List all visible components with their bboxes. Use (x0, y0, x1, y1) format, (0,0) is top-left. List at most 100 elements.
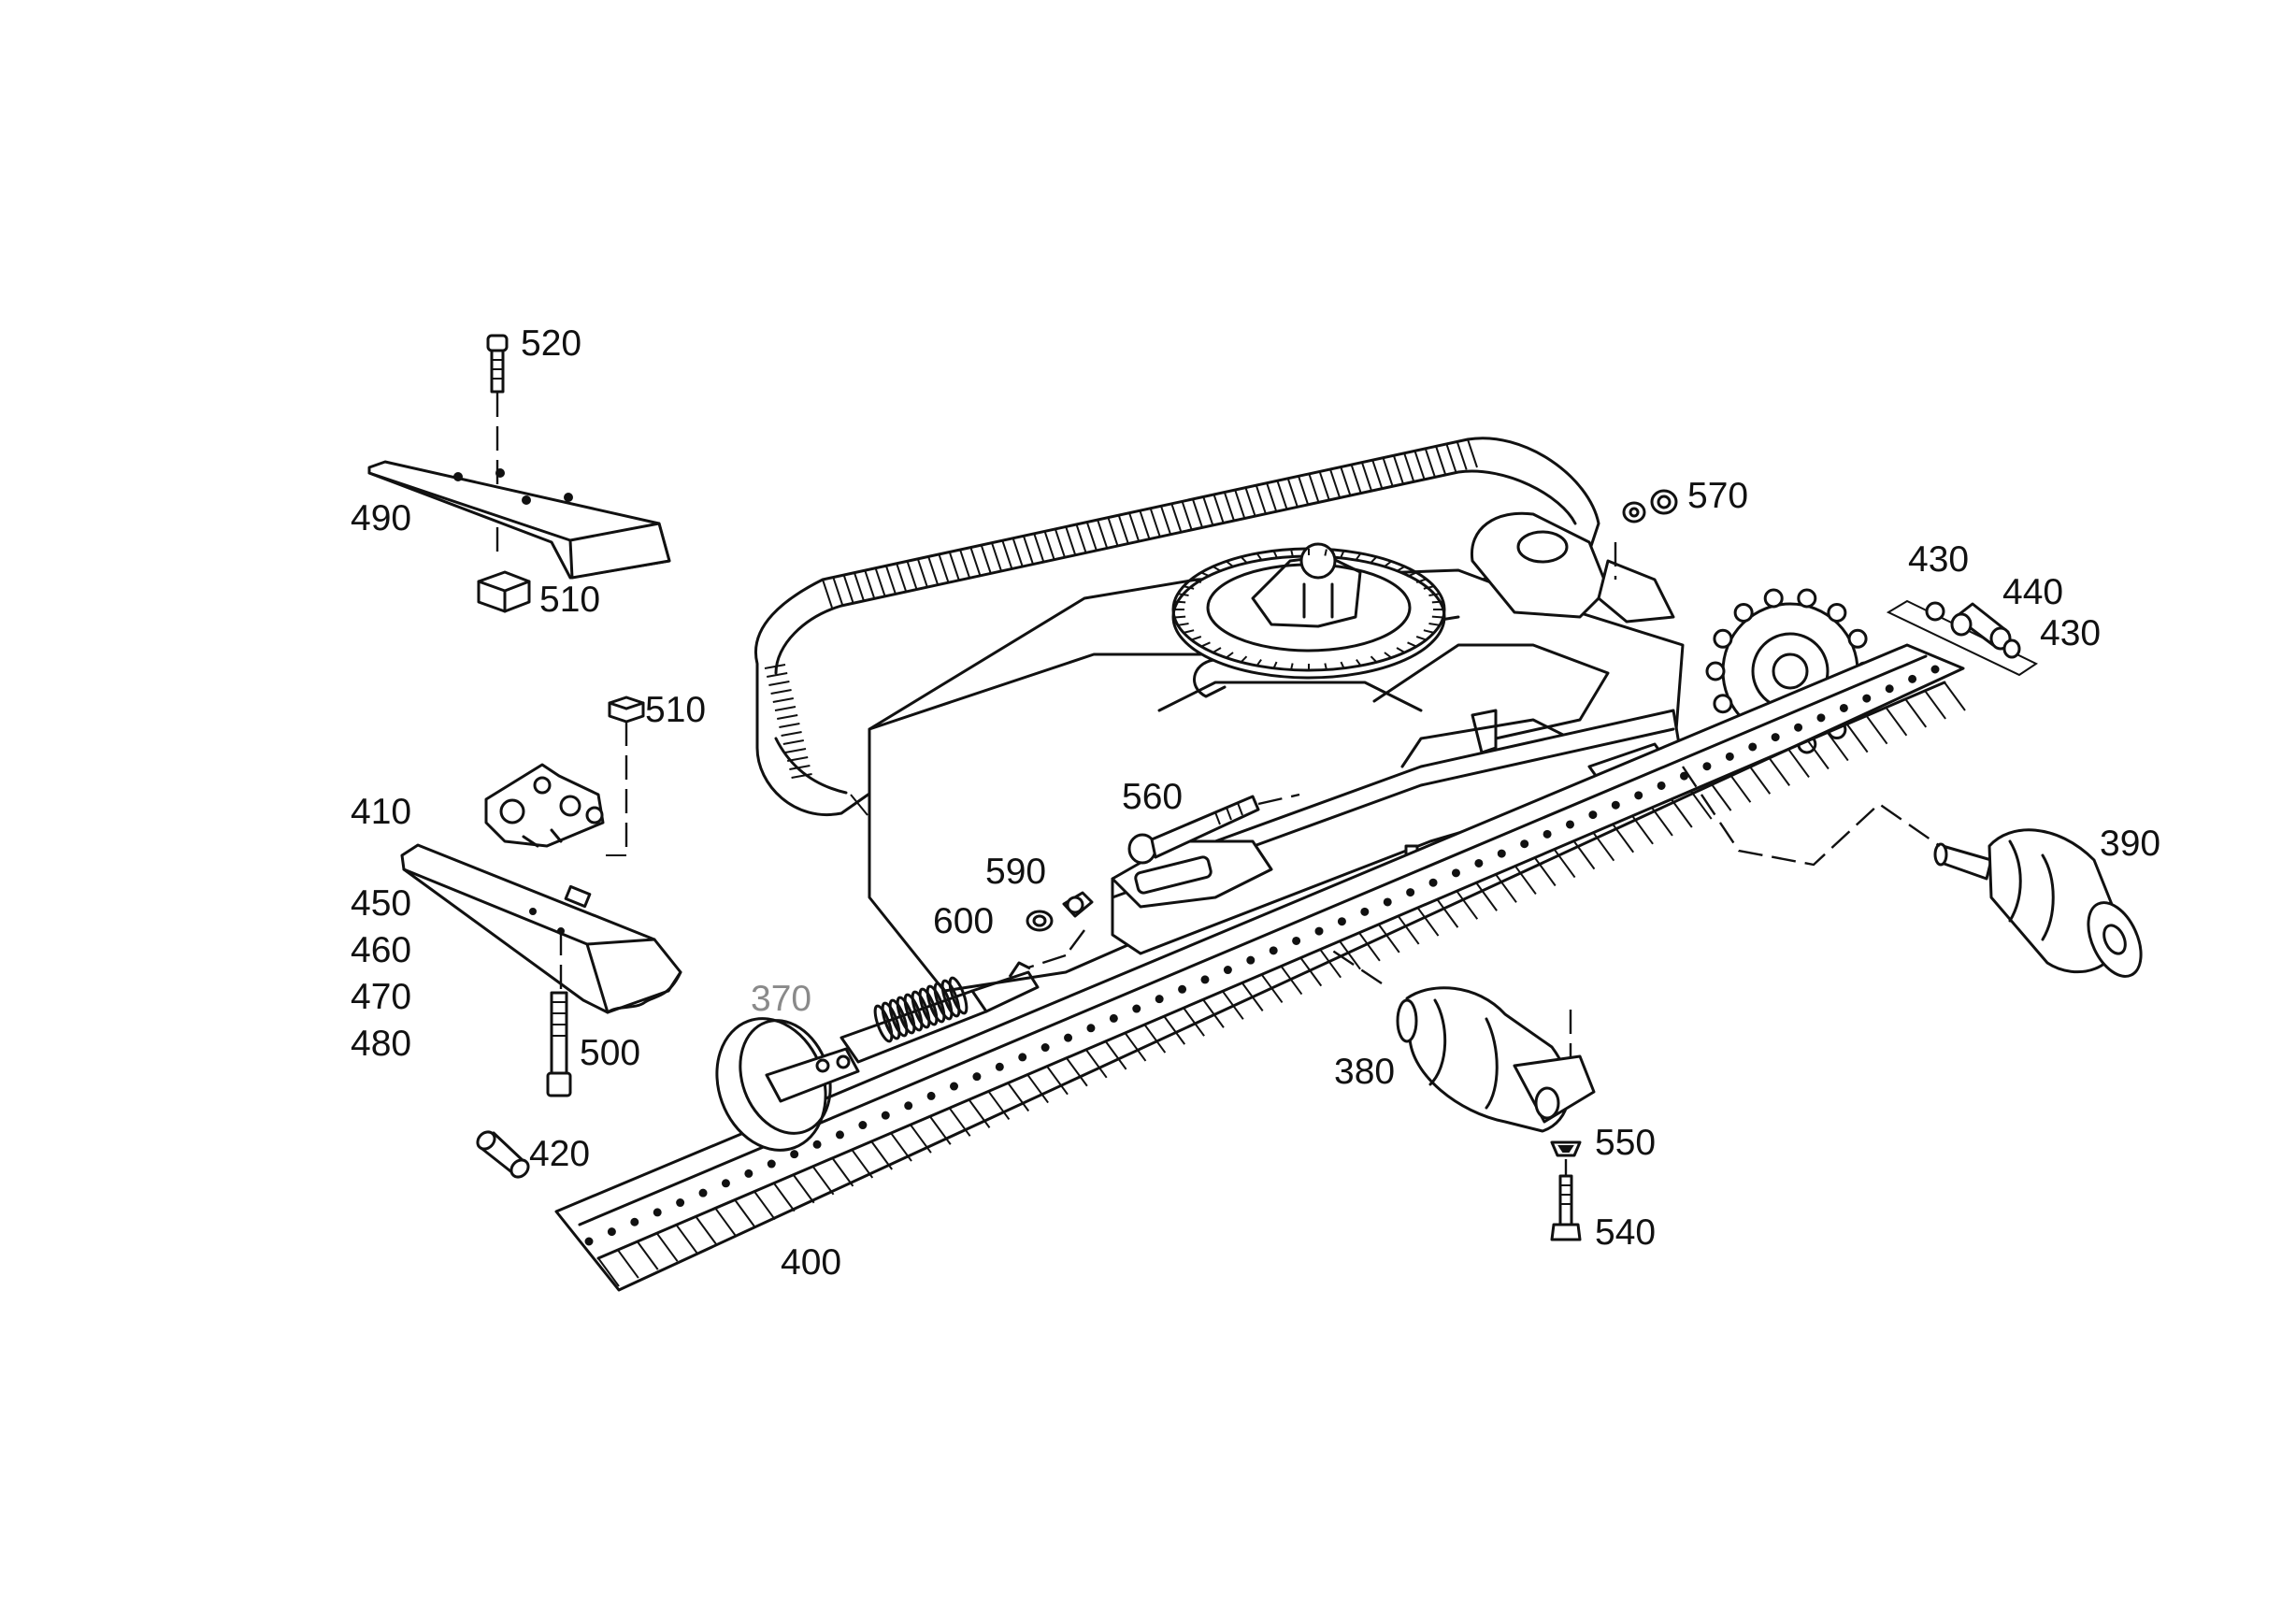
far-track-rib (1107, 517, 1119, 546)
far-track-rib (777, 714, 798, 720)
track-grouser (1924, 690, 1946, 720)
track-grouser (1807, 739, 1830, 770)
track-grouser (1768, 756, 1790, 786)
ring-tooth (1396, 566, 1406, 572)
track-grouser (617, 1249, 639, 1279)
sprocket-tooth (1713, 628, 1733, 649)
far-track-rib (927, 556, 940, 585)
ring-tooth (1290, 663, 1294, 670)
far-track-rib (969, 547, 982, 576)
spring-coil (933, 982, 954, 1021)
callout-600: 600 (933, 901, 994, 941)
callout-labels: 520 490 510 510 410 450 460 470 480 500 … (351, 323, 2160, 1283)
callout-370: 370 (751, 979, 811, 1019)
track-grouser (1729, 773, 1752, 803)
track-grouser (1319, 949, 1342, 979)
ring-tooth (1431, 615, 1443, 619)
ring-tooth (1256, 552, 1262, 560)
ring-tooth (1396, 647, 1406, 653)
chain-link-pin (767, 1159, 776, 1169)
chain-link-pin (1839, 703, 1848, 712)
track-grouser (910, 1124, 932, 1154)
track-grouser (675, 1224, 698, 1254)
chain-link-pin (1611, 800, 1620, 810)
track-grouser (1631, 815, 1654, 845)
track-grouser (1066, 1057, 1088, 1087)
callout-470: 470 (351, 977, 411, 1017)
far-track-rib (1382, 457, 1394, 486)
chain-link-pin (1132, 1004, 1141, 1013)
chain-link-pin (1292, 936, 1301, 945)
chain-link-pin (1543, 829, 1552, 839)
far-track-rib (1139, 509, 1151, 539)
callout-500: 500 (580, 1033, 640, 1073)
far-track-rib (1085, 522, 1098, 551)
spring-coil (940, 979, 961, 1018)
ring-tooth (1370, 655, 1378, 663)
far-track-rib (764, 664, 786, 669)
far-track-rib (1223, 492, 1235, 521)
callout-380: 380 (1334, 1052, 1395, 1092)
ring-tooth (1423, 585, 1435, 590)
ring-tooth (1256, 659, 1262, 667)
track-grouser (1904, 698, 1928, 728)
far-track-rib (1065, 526, 1077, 555)
chain-link-pin (584, 1237, 594, 1246)
track-grouser (1787, 748, 1810, 779)
sprocket-tooth (1797, 588, 1817, 609)
ring-tooth (1340, 661, 1345, 669)
track-grouser (734, 1198, 756, 1229)
ring-tooth (1174, 600, 1186, 604)
callout-590: 590 (985, 852, 1046, 892)
callout-430-top: 430 (1908, 539, 1969, 580)
track-grouser (1046, 1066, 1069, 1096)
far-track-rib (772, 697, 794, 703)
track-grouser (1280, 965, 1303, 996)
track-grouser (811, 1166, 835, 1196)
chain-link-pin (1565, 820, 1574, 829)
far-track-rib (1234, 489, 1246, 519)
chain-link-pin (1337, 917, 1346, 926)
chain-link-pin (1040, 1043, 1050, 1053)
part-560-long-bolt (1127, 795, 1260, 865)
far-track-rib (874, 567, 886, 597)
chain-link-pin (1634, 791, 1643, 800)
track-grouser (1124, 1032, 1147, 1062)
far-track-rib (1043, 531, 1055, 560)
track-grouser (1651, 807, 1673, 837)
ring-tooth (1370, 556, 1378, 564)
chain-link-pin (1520, 839, 1529, 849)
track-grouser (1299, 957, 1323, 987)
part-370-idler-wheel (715, 1017, 860, 1152)
chain-link-pin (1474, 858, 1484, 868)
sprocket-tooth (1733, 602, 1754, 623)
track-grouser (1026, 1074, 1049, 1104)
ring-tooth (1356, 659, 1362, 667)
far-track-rib (1445, 443, 1457, 473)
far-track-rib (781, 731, 802, 737)
chain-link-pin (1748, 742, 1758, 752)
ring-tooth (1240, 556, 1248, 564)
far-track-rib (779, 723, 800, 728)
callout-440: 440 (2002, 572, 2063, 612)
chain-link-pin (1794, 723, 1803, 732)
ring-tooth (1200, 571, 1211, 578)
track-grouser (1612, 824, 1635, 853)
track-grouser (1416, 907, 1440, 937)
spring-coil (896, 996, 916, 1035)
track-grouser (1358, 932, 1381, 962)
chain-link-pin (1588, 810, 1598, 820)
track-grouser (792, 1174, 815, 1204)
chain-link-pin (1269, 946, 1278, 955)
track-grouser (1163, 1015, 1186, 1045)
callout-420: 420 (529, 1134, 590, 1174)
track-grouser (714, 1207, 738, 1238)
far-track-rib (1117, 514, 1129, 544)
ring-tooth (1431, 600, 1443, 604)
far-track-rib (1170, 503, 1183, 533)
chain-link-pin (1816, 713, 1826, 723)
chain-link-pin (1200, 975, 1210, 984)
far-track-rib (1424, 448, 1436, 478)
track-grouser (1339, 940, 1361, 970)
callout-540: 540 (1595, 1212, 1656, 1253)
